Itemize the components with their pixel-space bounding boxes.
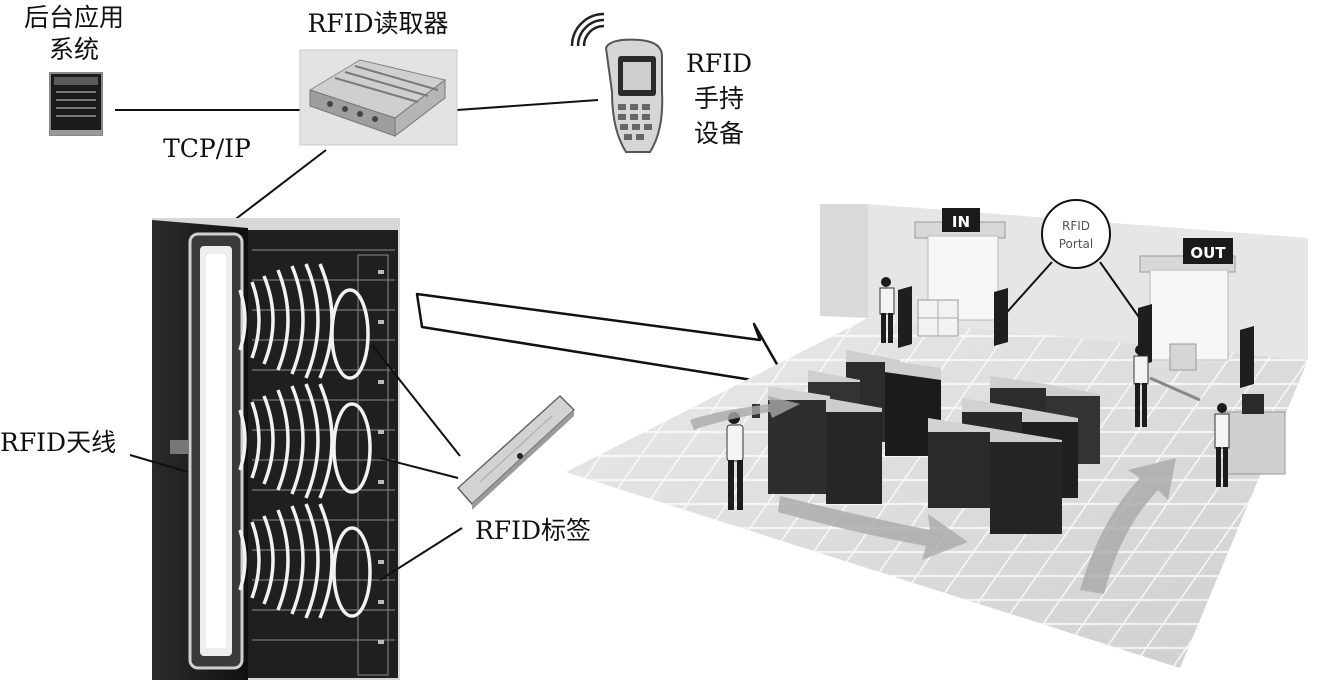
tag-leader-line-3 bbox=[379, 527, 463, 581]
person-back bbox=[879, 277, 895, 343]
server-rack-with-antenna bbox=[152, 218, 400, 680]
in-door-label: IN bbox=[952, 213, 970, 231]
tag-leader-line-2 bbox=[379, 457, 459, 479]
antenna-leader-line bbox=[129, 454, 189, 473]
portal-label-line2: Portal bbox=[1059, 237, 1093, 251]
floor-flow-arrows bbox=[690, 396, 1176, 594]
wave-group-top bbox=[238, 263, 370, 380]
wave-group-bottom bbox=[238, 503, 372, 619]
rack-leds bbox=[378, 270, 384, 644]
rfid-portal-badge bbox=[1041, 199, 1111, 269]
wave-group-middle bbox=[238, 383, 372, 499]
portal-label-line1: RFID bbox=[1062, 219, 1090, 233]
handheld-device-icon bbox=[570, 12, 664, 153]
reader-antenna-line bbox=[223, 149, 327, 229]
handheld-link-line bbox=[456, 99, 599, 111]
antenna-radio-waves bbox=[238, 263, 372, 619]
rfid-antenna-label: RFID天线 bbox=[0, 428, 116, 457]
data-center-scene bbox=[566, 199, 1308, 668]
handheld-label-line1: RFID bbox=[686, 49, 752, 78]
rfid-reader-label: RFID读取器 bbox=[307, 9, 448, 38]
server-row-2 bbox=[768, 360, 941, 504]
backend-server-icon bbox=[49, 72, 103, 136]
rfid-tag-label: RFID标签 bbox=[475, 516, 591, 545]
tcp-ip-label: TCP/IP bbox=[163, 134, 251, 163]
backend-system-label-line2: 系统 bbox=[49, 35, 99, 64]
handheld-label-line3: 设备 bbox=[694, 119, 744, 148]
rfid-reader-icon bbox=[299, 49, 458, 146]
server-rows bbox=[768, 350, 1100, 534]
handheld-label-line2: 手持 bbox=[694, 84, 744, 113]
tag-leader-line-1 bbox=[371, 344, 461, 457]
person-desk bbox=[1214, 403, 1230, 487]
rfid-tag-icon bbox=[456, 394, 576, 510]
flow-arrow-icon bbox=[415, 292, 780, 394]
person-cart bbox=[1133, 345, 1149, 427]
pallet-boxes bbox=[917, 299, 959, 337]
backend-system-label-line1: 后台应用 bbox=[24, 3, 124, 32]
portal-posts bbox=[898, 286, 1254, 388]
out-door-label: OUT bbox=[1190, 244, 1226, 262]
server-row-4 bbox=[928, 418, 1062, 534]
